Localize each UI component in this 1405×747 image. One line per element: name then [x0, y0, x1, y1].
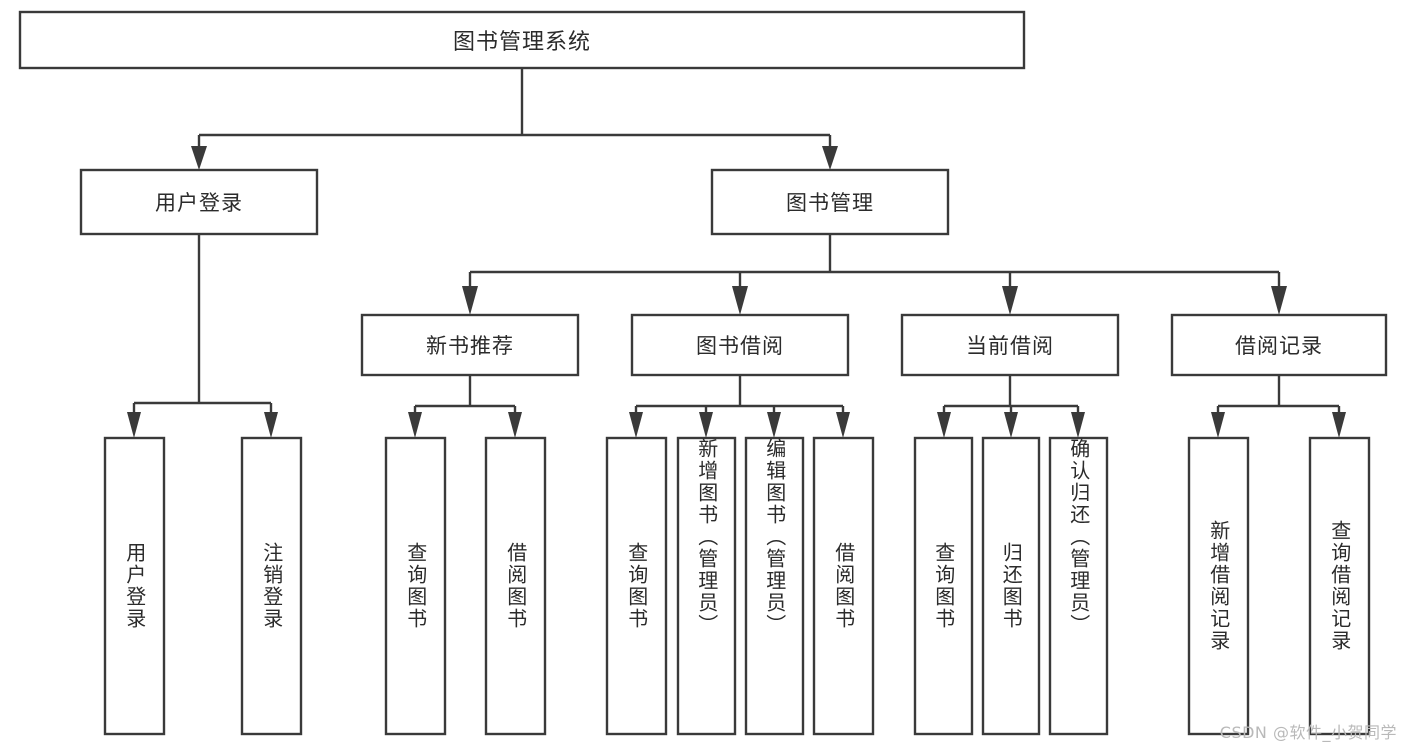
arrow-head-user-login [191, 146, 207, 170]
arrow-head-cb-2 [1071, 412, 1085, 438]
leaf-box-current-borrow-0[interactable] [913, 436, 974, 736]
node-box-book-management[interactable] [710, 168, 950, 236]
arrow-head-ul-1 [264, 412, 278, 438]
arrow-head-bb-1 [699, 412, 713, 438]
watermark: CSDN @软件_小贺同学 [1219, 723, 1397, 742]
leaf-box-book-borrow-1[interactable] [676, 436, 737, 736]
arrow-head-br-1 [1332, 412, 1346, 438]
node-box-new-book-recommend[interactable] [360, 313, 580, 377]
leaf-box-new-book-1[interactable] [484, 436, 547, 736]
node-box-book-borrow[interactable] [630, 313, 850, 377]
leaf-box-book-borrow-3[interactable] [812, 436, 875, 736]
leaf-box-book-borrow-2[interactable] [744, 436, 805, 736]
arrow-head-book-borrow [732, 286, 748, 315]
node-box-current-borrow[interactable] [900, 313, 1120, 377]
leaf-box-current-borrow-2[interactable] [1048, 436, 1109, 736]
arrow-head-nb-1 [508, 412, 522, 438]
leaf-box-borrow-record-1[interactable] [1308, 436, 1371, 736]
arrow-head-cb-1 [1004, 412, 1018, 438]
leaf-box-borrow-record-0[interactable] [1187, 436, 1250, 736]
leaf-box-new-book-0[interactable] [384, 436, 447, 736]
arrow-head-bb-0 [629, 412, 643, 438]
leaf-box-current-borrow-1[interactable] [981, 436, 1041, 736]
node-box-borrow-record[interactable] [1170, 313, 1388, 377]
node-box-user-login[interactable] [79, 168, 319, 236]
arrow-head-borrow-record [1271, 286, 1287, 315]
node-box-title[interactable] [18, 10, 1026, 70]
arrow-head-ul-0 [127, 412, 141, 438]
arrow-head-nb-0 [408, 412, 422, 438]
arrow-head-br-0 [1211, 412, 1225, 438]
leaf-box-user-login-0[interactable] [103, 436, 166, 736]
arrow-head-bb-2 [767, 412, 781, 438]
arrow-head-new-book [462, 286, 478, 315]
arrow-head-bb-3 [836, 412, 850, 438]
leaf-box-book-borrow-0[interactable] [605, 436, 668, 736]
leaf-box-user-login-1[interactable] [240, 436, 303, 736]
arrow-head-current-borrow [1002, 286, 1018, 315]
arrow-head-cb-0 [937, 412, 951, 438]
arrow-head-book-management [822, 146, 838, 170]
